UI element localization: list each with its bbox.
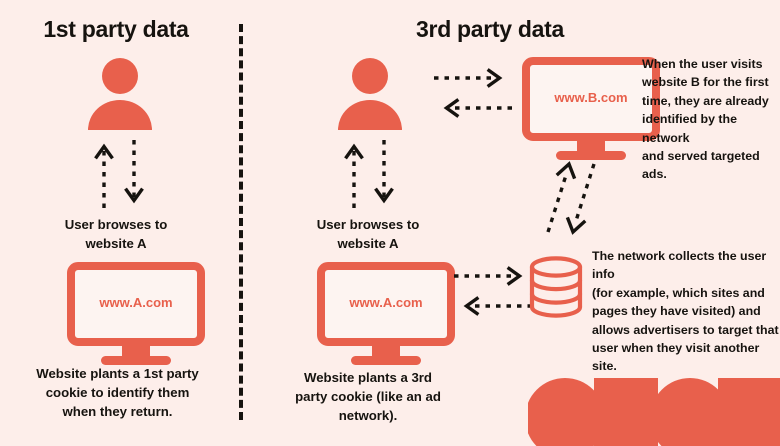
bottom-caption-line-3: network). (338, 408, 398, 423)
bottom-caption-line-3: when they return. (62, 404, 173, 419)
monitor-website-a-third-party: www.A.com (317, 262, 455, 366)
decorative-shape-strip (528, 378, 780, 446)
exchange-arrows-website-a-network (454, 266, 532, 316)
bottom-caption-line-1: Website plants a 1st party (36, 366, 199, 381)
first-party-flow-caption: User browses to website A (16, 215, 216, 253)
monitor-neck (577, 141, 605, 154)
first-party-bottom-caption: Website plants a 1st party cookie to ide… (10, 364, 225, 421)
monitor-url-label: www.A.com (349, 295, 423, 310)
decor-circle-1 (528, 378, 605, 446)
monitor-url-label: www.A.com (99, 295, 173, 310)
vertical-dashed-divider (239, 24, 243, 420)
flow-caption-line-1: User browses to (316, 217, 420, 232)
decor-square-2 (718, 378, 780, 446)
flow-caption-line-2: website A (85, 236, 147, 251)
decor-square-1 (594, 378, 658, 446)
network-note: The network collects the user info (for … (592, 247, 780, 376)
first-party-title: 1st party data (43, 16, 189, 42)
person-icon-third-party (338, 58, 402, 130)
note-line-2: (for example, which sites and (592, 285, 765, 300)
monitor-neck (122, 346, 150, 359)
exchange-arrows-website-b-network (546, 161, 596, 235)
monitor-base (101, 356, 171, 365)
monitor-screen (67, 262, 205, 346)
person-icon (88, 58, 152, 130)
note-line-3: pages they have visited) and (592, 304, 761, 319)
monitor-website-a-first-party: www.A.com (67, 262, 205, 366)
monitor-website-b: www.B.com (522, 57, 660, 161)
monitor-neck (372, 346, 400, 359)
bottom-caption-line-2: party cookie (like an ad (295, 389, 441, 404)
person-body (88, 100, 152, 130)
person-head (352, 58, 388, 94)
person-body (338, 100, 402, 130)
flow-caption-line-2: website A (337, 236, 399, 251)
exchange-arrows-user-website-b (434, 68, 512, 118)
monitor-base (556, 151, 626, 160)
third-party-flow-caption: User browses to website A (268, 215, 468, 253)
database-icon (529, 256, 583, 318)
third-party-bottom-caption: Website plants a 3rd party cookie (like … (262, 368, 474, 425)
note-line-2: website B for the first (642, 75, 769, 90)
third-party-title: 3rd party data (416, 16, 564, 42)
flow-caption-line-1: User browses to (64, 217, 168, 232)
note-line-1: The network collects the user info (592, 249, 767, 282)
monitor-screen (317, 262, 455, 346)
note-line-5: and served targeted ads. (642, 149, 760, 182)
monitor-screen (522, 57, 660, 141)
website-b-note: When the user visits website B for the f… (642, 55, 780, 184)
browse-flow-arrows-first-party (94, 140, 144, 208)
bottom-caption-line-1: Website plants a 3rd (303, 370, 432, 385)
note-line-1: When the user visits (642, 57, 763, 71)
note-line-5: user when they visit another site. (592, 341, 760, 374)
monitor-url-label: www.B.com (554, 90, 628, 105)
note-line-4: identified by the network (642, 112, 737, 145)
browse-flow-arrows-third-party (344, 140, 394, 208)
bottom-caption-line-2: cookie to identify them (45, 385, 190, 400)
note-line-4: allows advertisers to target that (592, 322, 779, 337)
note-line-3: time, they are already (642, 93, 769, 108)
person-head (102, 58, 138, 94)
monitor-base (351, 356, 421, 365)
decor-circle-2 (650, 378, 730, 446)
